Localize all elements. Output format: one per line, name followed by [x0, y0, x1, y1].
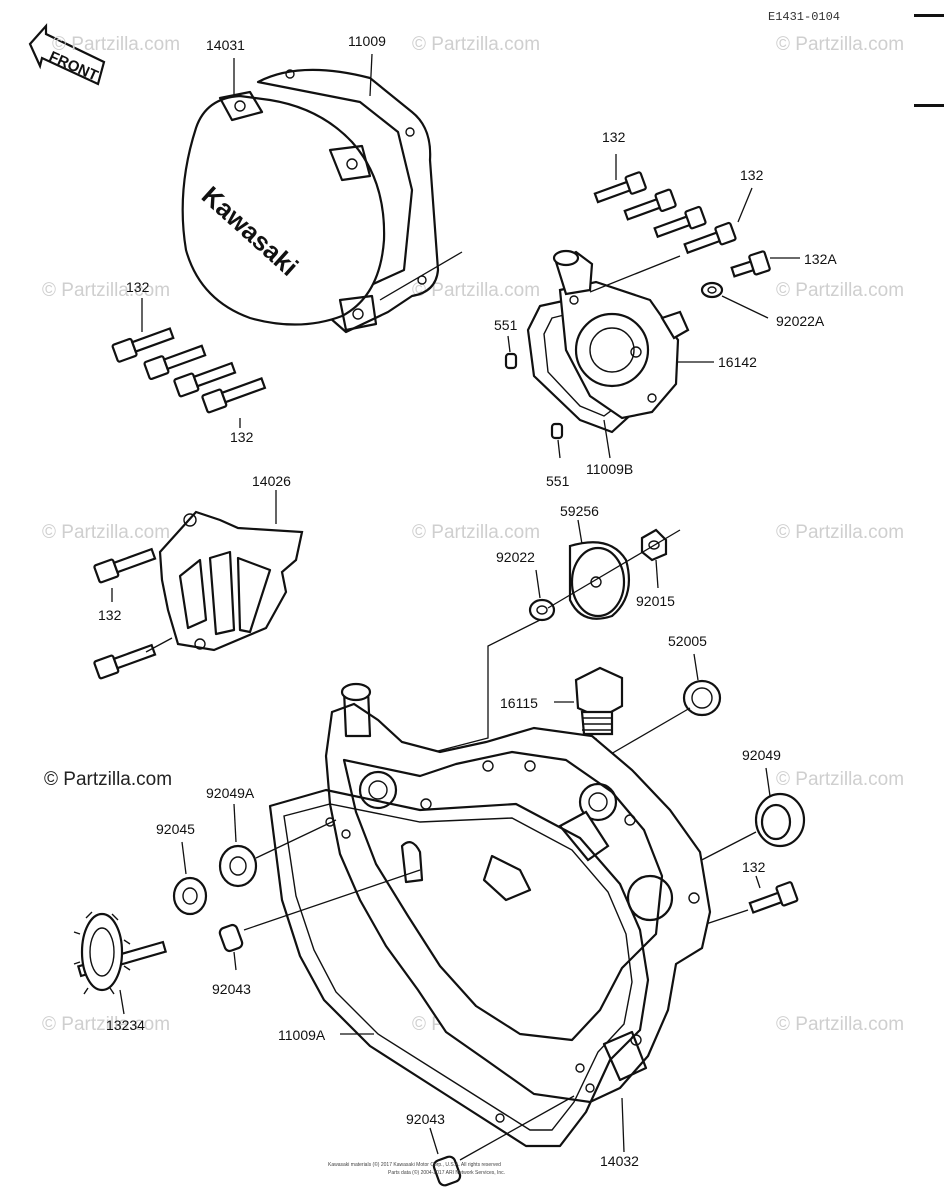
gasket-11009A[interactable]	[268, 788, 650, 1148]
callout-59256: 59256	[560, 503, 599, 519]
margin-tab-mid	[914, 104, 944, 107]
callout-13234: 13234	[106, 1017, 145, 1033]
dowel-pins-551	[504, 352, 564, 440]
callout-92022: 92022	[496, 549, 535, 565]
watermark-3: © Partzilla.com	[776, 34, 904, 55]
callout-16142: 16142	[718, 354, 757, 370]
callout-11009: 11009	[348, 33, 386, 49]
watermark-9: © Partzilla.com	[776, 522, 904, 543]
callout-92015: 92015	[636, 593, 675, 609]
washer-92022A[interactable]	[700, 281, 724, 299]
copyright-line-1: Kawasaki materials (©) 2017 Kawasaki Mot…	[328, 1161, 501, 1168]
watermark-7: © Partzilla.com	[42, 522, 170, 543]
bolt-132-right-side[interactable]	[748, 881, 799, 917]
bolts-132-right[interactable]	[593, 171, 737, 257]
watermark-4: © Partzilla.com	[42, 280, 170, 301]
bolts-132-left[interactable]	[111, 325, 267, 414]
callout-92043-lower: 92043	[406, 1111, 445, 1127]
pump-cover-16142	[558, 280, 680, 420]
copyright-line-2: Parts data (©) 2004-2017 ARI Network Ser…	[388, 1169, 505, 1176]
bearing-92045[interactable]	[172, 876, 208, 916]
margin-tab-top	[914, 14, 944, 17]
callout-132-left-upper: 132	[126, 279, 150, 295]
callout-132A: 132A	[804, 251, 837, 267]
watermark-13: © Partzilla.com	[42, 1014, 170, 1035]
watermark-8: © Partzilla.com	[412, 522, 540, 543]
callout-14031: 14031	[206, 37, 245, 53]
callout-52005: 52005	[668, 633, 707, 649]
pump-shaft-gear-13234[interactable]	[73, 911, 168, 995]
callout-132-left-lower: 132	[230, 429, 254, 445]
callout-11009A: 11009A	[278, 1027, 326, 1043]
watermark-5: © Partzilla.com	[412, 280, 540, 301]
gasket-11009	[256, 68, 440, 334]
callout-551-lower: 551	[546, 473, 570, 489]
washer-92022[interactable]	[528, 598, 556, 622]
callout-11009B: 11009B	[586, 461, 633, 477]
callout-14026: 14026	[252, 473, 291, 489]
clutch-cover-14032[interactable]	[324, 682, 712, 1104]
sprocket-cover-14026[interactable]	[158, 510, 304, 652]
watermark-2: © Partzilla.com	[412, 34, 540, 55]
callout-132-sprocket: 132	[98, 607, 122, 623]
dowel-pin-92043-lower[interactable]	[432, 1155, 462, 1187]
callout-132-top-2: 132	[740, 167, 764, 183]
callout-92022A: 92022A	[776, 313, 825, 329]
impeller-59256[interactable]	[568, 541, 630, 620]
callout-92043-upper: 92043	[212, 981, 251, 997]
watermark-10: © Partzilla.com	[44, 769, 172, 790]
callout-labels: 14031 11009 132 132 132A 92022A 16142 55…	[98, 33, 837, 1169]
callout-132-right-side: 132	[742, 859, 766, 875]
watermark-12: © Partzilla.com	[776, 769, 904, 790]
callout-14032: 14032	[600, 1153, 639, 1169]
bolt-132A[interactable]	[730, 250, 771, 281]
diagram-ref: E1431-0104	[768, 10, 840, 24]
oil-seal-92049[interactable]	[754, 792, 806, 848]
callout-92045: 92045	[156, 821, 195, 837]
bolts-132-sprocket[interactable]	[93, 545, 157, 680]
callout-92049A: 92049A	[206, 785, 255, 801]
water-pump-cover[interactable]	[526, 249, 690, 434]
oil-filler-plug-16115[interactable]	[574, 666, 624, 736]
watermark-1: © Partzilla.com	[52, 34, 180, 55]
watermark-6: © Partzilla.com	[776, 280, 904, 301]
oil-seal-52005[interactable]	[682, 679, 722, 717]
bearing-92049A[interactable]	[218, 844, 258, 888]
dowel-pin-92043-upper[interactable]	[218, 923, 244, 953]
callout-551-upper: 551	[494, 317, 518, 333]
callout-132-top-1: 132	[602, 129, 626, 145]
callout-92049: 92049	[742, 747, 781, 763]
callout-16115: 16115	[500, 695, 538, 711]
magneto-cover[interactable]: Kawasaki	[181, 68, 440, 334]
watermark-15: © Partzilla.com	[776, 1014, 904, 1035]
